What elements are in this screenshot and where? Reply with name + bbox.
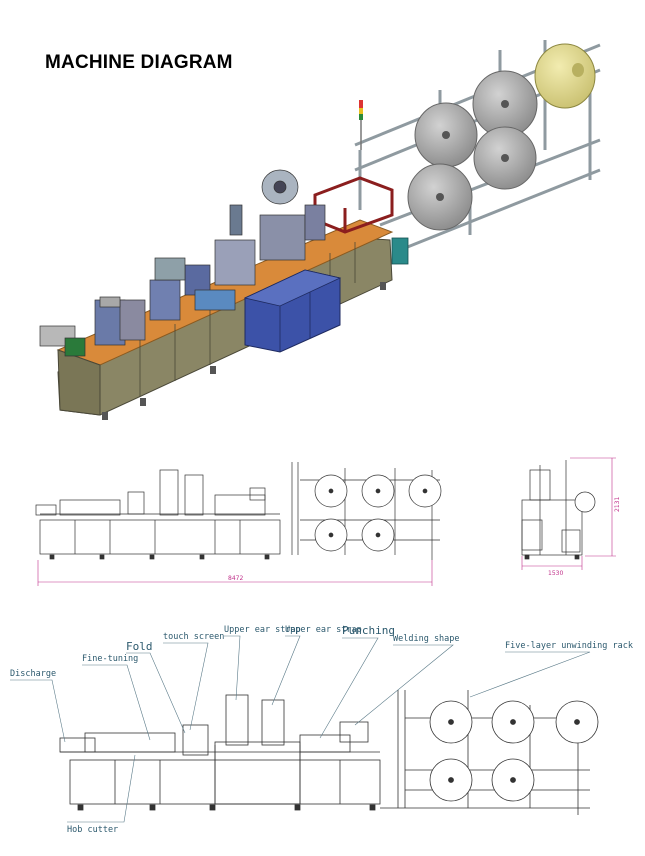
callout-labels: Discharge Fine-tuning Fold touch screen …: [10, 624, 633, 835]
callout-upper-ear-strap-1: Upper ear strap: [224, 625, 301, 635]
side-width-label: 1530: [548, 570, 563, 577]
side-height-label: 2131: [614, 497, 621, 512]
callout-welding-shape: Welding shape: [393, 634, 460, 644]
callout-leader-lines: [10, 635, 591, 823]
callout-five-layer-rack: Five-layer unwinding rack: [505, 641, 633, 651]
callout-upper-ear-strap-2: Upper ear strap: [285, 625, 362, 635]
signal-tower-3d: [359, 100, 363, 150]
callout-discharge: Discharge: [10, 669, 56, 679]
machinery-top-3d: [39, 169, 326, 357]
front-base-cabinet: [39, 519, 281, 555]
callout-punching: Punching: [342, 624, 395, 637]
callout-fine-tuning: Fine-tuning: [82, 654, 138, 664]
isometric-machine-render: [39, 40, 601, 420]
callout-hob-cutter: Hob cutter: [67, 825, 118, 835]
material-rolls-3d: [407, 43, 596, 231]
blue-cabinet-3d: [243, 269, 342, 353]
front-view-drawing: [35, 462, 442, 560]
callout-touch-screen: touch screen: [163, 632, 224, 642]
labeled-base-cabinet: [69, 759, 381, 805]
side-view-drawing: [521, 460, 596, 560]
page-title: MACHINE DIAGRAM: [45, 52, 233, 73]
front-length-dimension: [37, 560, 433, 586]
labeled-front-view-drawing: [59, 690, 599, 815]
front-length-label: 8472: [228, 575, 243, 582]
side-dimensions: [521, 457, 616, 570]
callout-fold: Fold: [126, 640, 153, 653]
teal-box-3d: [391, 237, 409, 265]
